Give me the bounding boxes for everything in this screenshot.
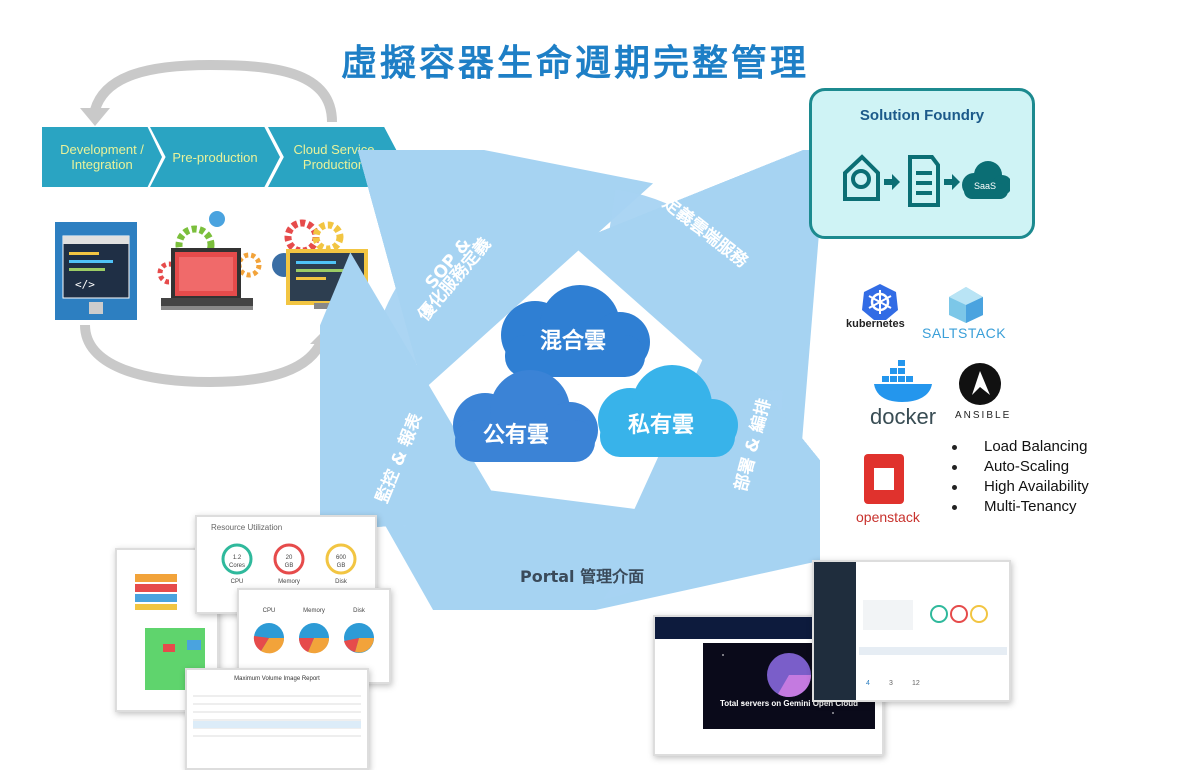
docker-whale-icon — [874, 360, 932, 402]
loop-arrow-bottom — [80, 322, 340, 388]
pie-memory-label: Memory — [303, 608, 325, 614]
page-title: 虛擬容器生命週期完整管理 — [340, 43, 809, 84]
gauge-disk-label: Disk — [335, 579, 348, 585]
arrow-portal — [355, 473, 662, 610]
saltstack-icon — [949, 287, 983, 323]
arrow-portal-label: Portal 管理介面 — [520, 567, 644, 586]
dashboard-stat-2: 3 — [889, 680, 893, 687]
feature-item: Load Balancing — [950, 437, 1089, 457]
lifecycle-cycle: SOP & 優化服務定義 定義雲端服務 部署 & 編排 Portal 管理介面 … — [320, 150, 820, 610]
document-icon — [908, 155, 940, 207]
solution-foundry-box: Solution Foundry SaaS — [809, 88, 1035, 239]
gauge-memory-label: Memory — [278, 579, 300, 585]
saltstack-label: SALTSTACK — [922, 325, 1007, 341]
openstack-icon — [864, 454, 904, 504]
stage-development: Development / Integration — [42, 127, 162, 187]
pie-charts-thumb: CPU Memory Disk — [253, 608, 374, 654]
resource-gauges: 1.2 Cores CPU 20 GB Memory 600 GB Disk — [221, 543, 357, 585]
ansible-label: ANSIBLE — [955, 410, 1012, 421]
code-window-icon: </> — [55, 222, 137, 320]
feature-item: Auto-Scaling — [950, 457, 1089, 477]
report-screenshot: Maximum Volume Image Report — [185, 668, 369, 770]
dashboard-stat-1: 4 — [866, 680, 870, 687]
dashboard-stat-3: 12 — [912, 680, 920, 687]
feature-item: Multi-Tenancy — [950, 497, 1089, 517]
docker-label: docker — [870, 404, 937, 429]
spreadsheet-screenshot — [115, 548, 219, 712]
private-cloud — [598, 365, 738, 457]
public-cloud-label: 公有雲 — [483, 422, 549, 448]
kubernetes-label: kubernetes — [846, 318, 905, 330]
arrow-icon-2 — [944, 174, 960, 190]
report-table-thumb — [193, 695, 361, 737]
dashboard-table — [859, 647, 1007, 655]
pie-disk-label: Disk — [353, 608, 366, 614]
resource-title: Resource Utilization — [211, 523, 283, 532]
feature-item: High Availability — [950, 477, 1089, 497]
portal-caption: Total servers on Gemini Open Cloud — [719, 699, 859, 708]
report-title: Maximum Volume Image Report — [234, 676, 320, 682]
stage-development-label: Development / Integration — [60, 142, 144, 172]
stage-preproduction-label: Pre-production — [172, 149, 258, 165]
gauge-cpu-label: CPU — [231, 579, 244, 585]
dashboard-screenshot: 4 3 12 — [812, 560, 1011, 702]
arrow-define — [570, 150, 820, 449]
kubernetes-icon — [862, 284, 898, 320]
gauge-disk-unit: GB — [337, 563, 346, 569]
spreadsheet-thumb — [135, 574, 205, 690]
public-cloud — [453, 370, 598, 462]
gauge-memory-unit: GB — [285, 563, 294, 569]
svg-text:</>: </> — [75, 278, 95, 291]
laptop-gears-icon — [157, 211, 262, 310]
hybrid-cloud — [501, 285, 650, 377]
gauge-cpu-unit: Cores — [229, 563, 245, 569]
portal-pie — [722, 653, 854, 714]
hybrid-cloud-label: 混合雲 — [540, 328, 606, 354]
private-cloud-label: 私有雲 — [628, 412, 694, 438]
foundry-flow: SaaS — [843, 154, 1010, 207]
gauge-memory-value: 20 — [286, 555, 293, 561]
openstack-label: openstack — [856, 509, 920, 525]
loop-arrow-top — [80, 60, 337, 126]
solution-foundry-title: Solution Foundry — [859, 107, 985, 124]
dashboard-sidebar — [814, 562, 856, 700]
ansible-icon — [959, 363, 1001, 405]
gauge-cpu-value: 1.2 — [233, 555, 242, 561]
stage-preproduction: Pre-production — [150, 127, 280, 187]
vault-icon — [843, 154, 880, 201]
saas-cloud-icon — [962, 161, 1010, 199]
arrow-monitor — [320, 252, 508, 538]
pie-cpu-label: CPU — [263, 608, 276, 614]
gauge-disk-value: 600 — [336, 555, 347, 561]
portal-screenshot: Total servers on Gemini Open Cloud — [653, 615, 884, 756]
feature-list: Load Balancing Auto-Scaling High Availab… — [950, 437, 1089, 517]
arrow-deploy — [587, 330, 820, 610]
arrow-icon — [884, 174, 900, 190]
clouds-group: 混合雲 公有雲 私有雲 — [453, 285, 738, 462]
saas-label: SaaS — [974, 181, 996, 191]
dashboard-gauges — [863, 600, 988, 630]
